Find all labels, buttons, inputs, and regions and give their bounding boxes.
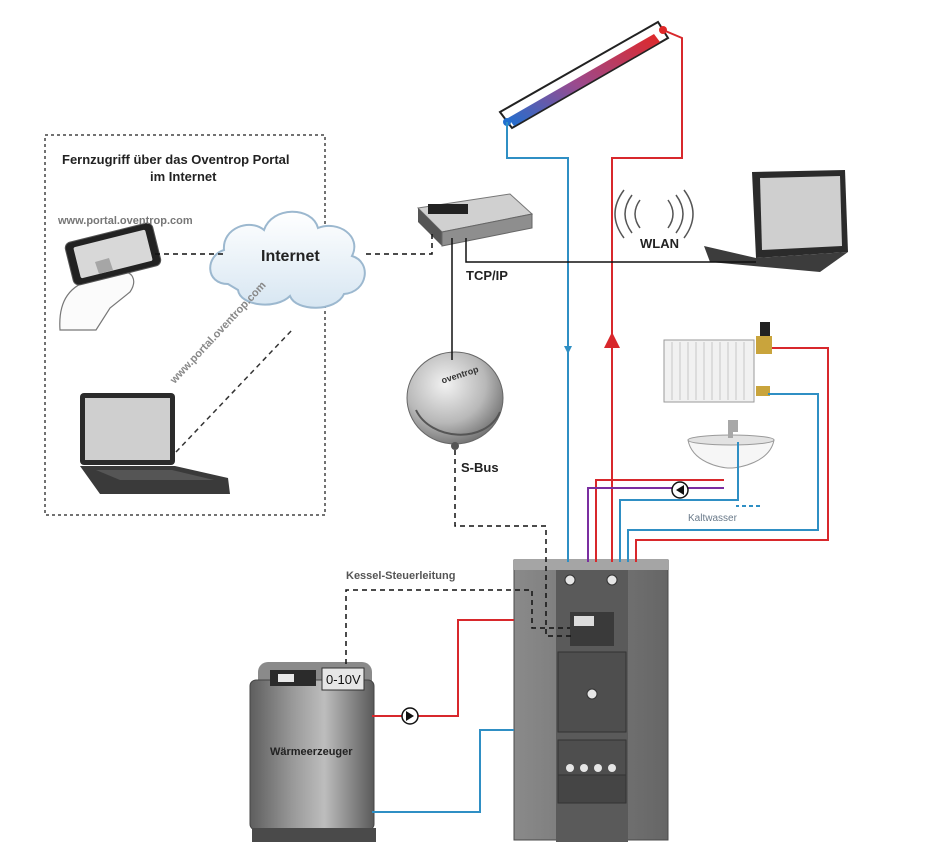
radiator-icon	[663, 322, 772, 403]
blue-flow-arrow	[564, 346, 572, 354]
remote-title-line1: Fernzugriff über das Oventrop Portal	[62, 152, 290, 167]
laptop-icon	[80, 393, 230, 494]
heat-generator-tank	[249, 662, 376, 842]
solar-collector-icon	[498, 20, 670, 130]
internet-cloud-icon	[209, 210, 366, 309]
wlan-label: WLAN	[640, 236, 679, 251]
remote-title-line2: im Internet	[150, 169, 217, 184]
internet-label: Internet	[261, 248, 320, 265]
remote-access-frame	[44, 134, 326, 516]
tcpip-label: TCP/IP	[466, 268, 508, 283]
wash-basin-icon	[687, 420, 775, 469]
sbus-controller-icon	[406, 351, 504, 450]
cold-pipes	[372, 122, 819, 813]
circulation-pump-icon	[671, 481, 689, 499]
router-icon	[416, 193, 534, 247]
storage-tank	[513, 559, 669, 842]
cold-water-label: Kaltwasser	[688, 513, 737, 524]
wlan-waves-icon	[614, 189, 694, 239]
wlan-laptop-icon	[704, 170, 848, 272]
heat-generator-label: Wärmeerzeuger	[270, 746, 353, 758]
boiler-control-label: Kessel-Steuerleitung	[346, 570, 456, 582]
sbus-label: S-Bus	[461, 460, 499, 475]
voltage-label: 0-10V	[326, 672, 361, 687]
phone-url-label: www.portal.oventrop.com	[58, 215, 193, 227]
network-cables	[155, 230, 756, 664]
smartphone-icon	[59, 222, 162, 331]
generator-pump-icon	[401, 707, 419, 725]
